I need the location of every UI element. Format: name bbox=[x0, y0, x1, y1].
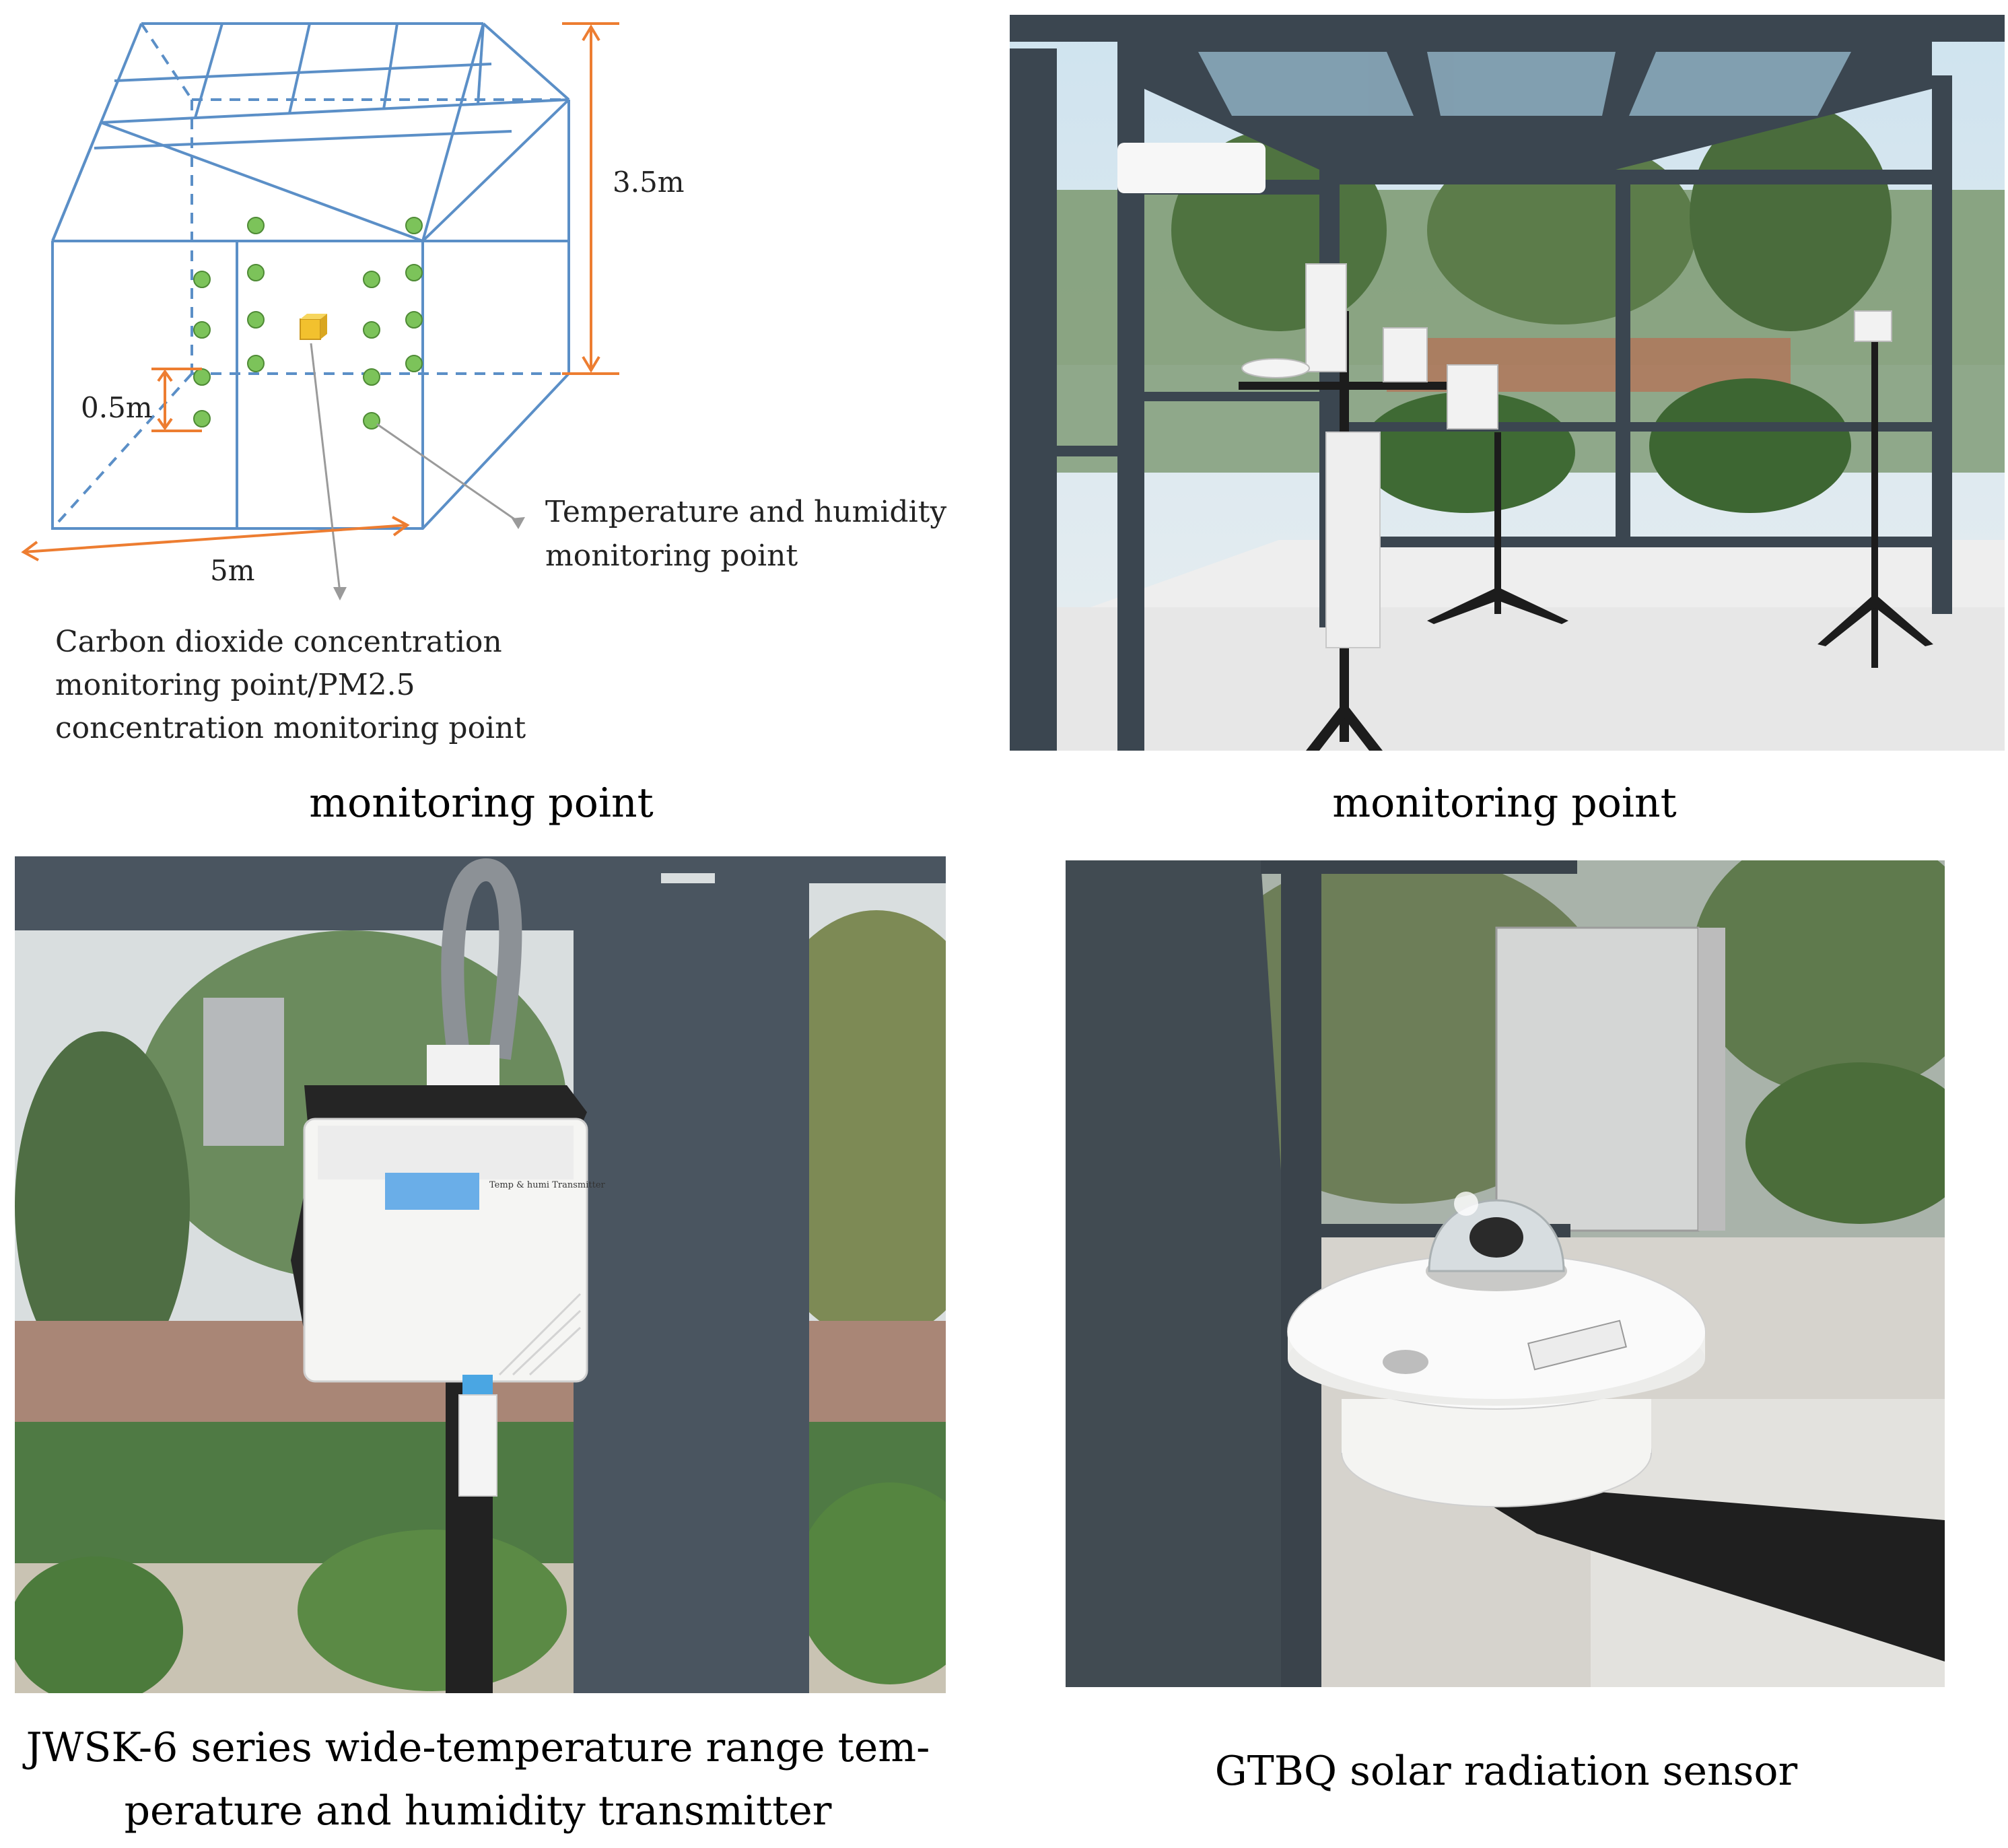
transmitter-photo-svg: Temp & humi Transmitter bbox=[15, 856, 946, 1693]
vent-lines bbox=[498, 1293, 582, 1376]
sensor-dot bbox=[405, 311, 423, 329]
greenhouse-photo-svg bbox=[1010, 15, 2005, 751]
sensor-dot bbox=[405, 217, 423, 234]
sensor-dot bbox=[193, 271, 211, 288]
width-label: 5m bbox=[210, 554, 255, 587]
co2-label-line3: concentration monitoring point bbox=[55, 711, 526, 745]
co2-label-line2: monitoring point/PM2.5 bbox=[55, 668, 415, 702]
greenhouse-frame bbox=[51, 22, 570, 530]
sensor-dot bbox=[193, 410, 211, 427]
caption-bottom-left-line1: JWSK-6 series wide-temperature range tem… bbox=[26, 1724, 930, 1771]
sensor-dot bbox=[405, 355, 423, 372]
transmitter-body bbox=[303, 1118, 588, 1383]
electrical-cabinet bbox=[1495, 926, 1700, 1232]
sensor-dot bbox=[247, 355, 265, 372]
sensor-dot bbox=[363, 412, 380, 430]
sensor-dot bbox=[247, 264, 265, 281]
sensor-dot bbox=[193, 321, 211, 339]
sensor-dot bbox=[405, 264, 423, 281]
solar-sensor-photo-svg bbox=[1066, 860, 1945, 1687]
mount-arm bbox=[1449, 1480, 1945, 1662]
dimension-lines bbox=[21, 22, 619, 561]
solar-sensor-photo bbox=[1066, 860, 1945, 1687]
caption-top-left: monitoring point bbox=[309, 780, 654, 827]
greenhouse-diagram: 3.5m 0.5m 5m Temperature and humidity mo… bbox=[0, 0, 969, 767]
caption-bottom-left-line2: perature and humidity transmitter bbox=[124, 1787, 832, 1835]
co2-label-line1: Carbon dioxide concentration bbox=[55, 625, 502, 659]
sensor-height-label: 0.5m bbox=[81, 391, 153, 424]
greenhouse-photo bbox=[1010, 15, 2005, 751]
sensor-dot bbox=[363, 368, 380, 386]
sensor-dot bbox=[363, 271, 380, 288]
greenhouse-diagram-svg: 3.5m 0.5m 5m Temperature and humidity mo… bbox=[21, 22, 946, 745]
sensor-dot bbox=[193, 368, 211, 386]
transmitter-label: Temp & humi Transmitter bbox=[489, 1180, 606, 1190]
transmitter-display bbox=[385, 1173, 479, 1210]
th-label-line1: Temperature and humidity bbox=[545, 495, 946, 529]
caption-bottom-right: GTBQ solar radiation sensor bbox=[1214, 1748, 1798, 1795]
roof-panes bbox=[1198, 52, 1851, 116]
hidden-edges bbox=[51, 22, 569, 530]
th-label-line2: monitoring point bbox=[545, 539, 798, 573]
window-frames bbox=[1066, 860, 1577, 1687]
height-label: 3.5m bbox=[613, 166, 685, 199]
window-frames bbox=[15, 856, 946, 1693]
leader-lines bbox=[310, 343, 525, 601]
ac-unit bbox=[1117, 143, 1266, 193]
caption-top-right: monitoring point bbox=[1332, 780, 1677, 827]
temperature-humidity-points bbox=[193, 217, 423, 430]
sensor-dot bbox=[363, 321, 380, 339]
sensor-dot bbox=[247, 217, 265, 234]
sensor-dot bbox=[247, 311, 265, 329]
co2-monitoring-box bbox=[300, 314, 327, 340]
transmitter-photo: Temp & humi Transmitter bbox=[15, 856, 946, 1693]
